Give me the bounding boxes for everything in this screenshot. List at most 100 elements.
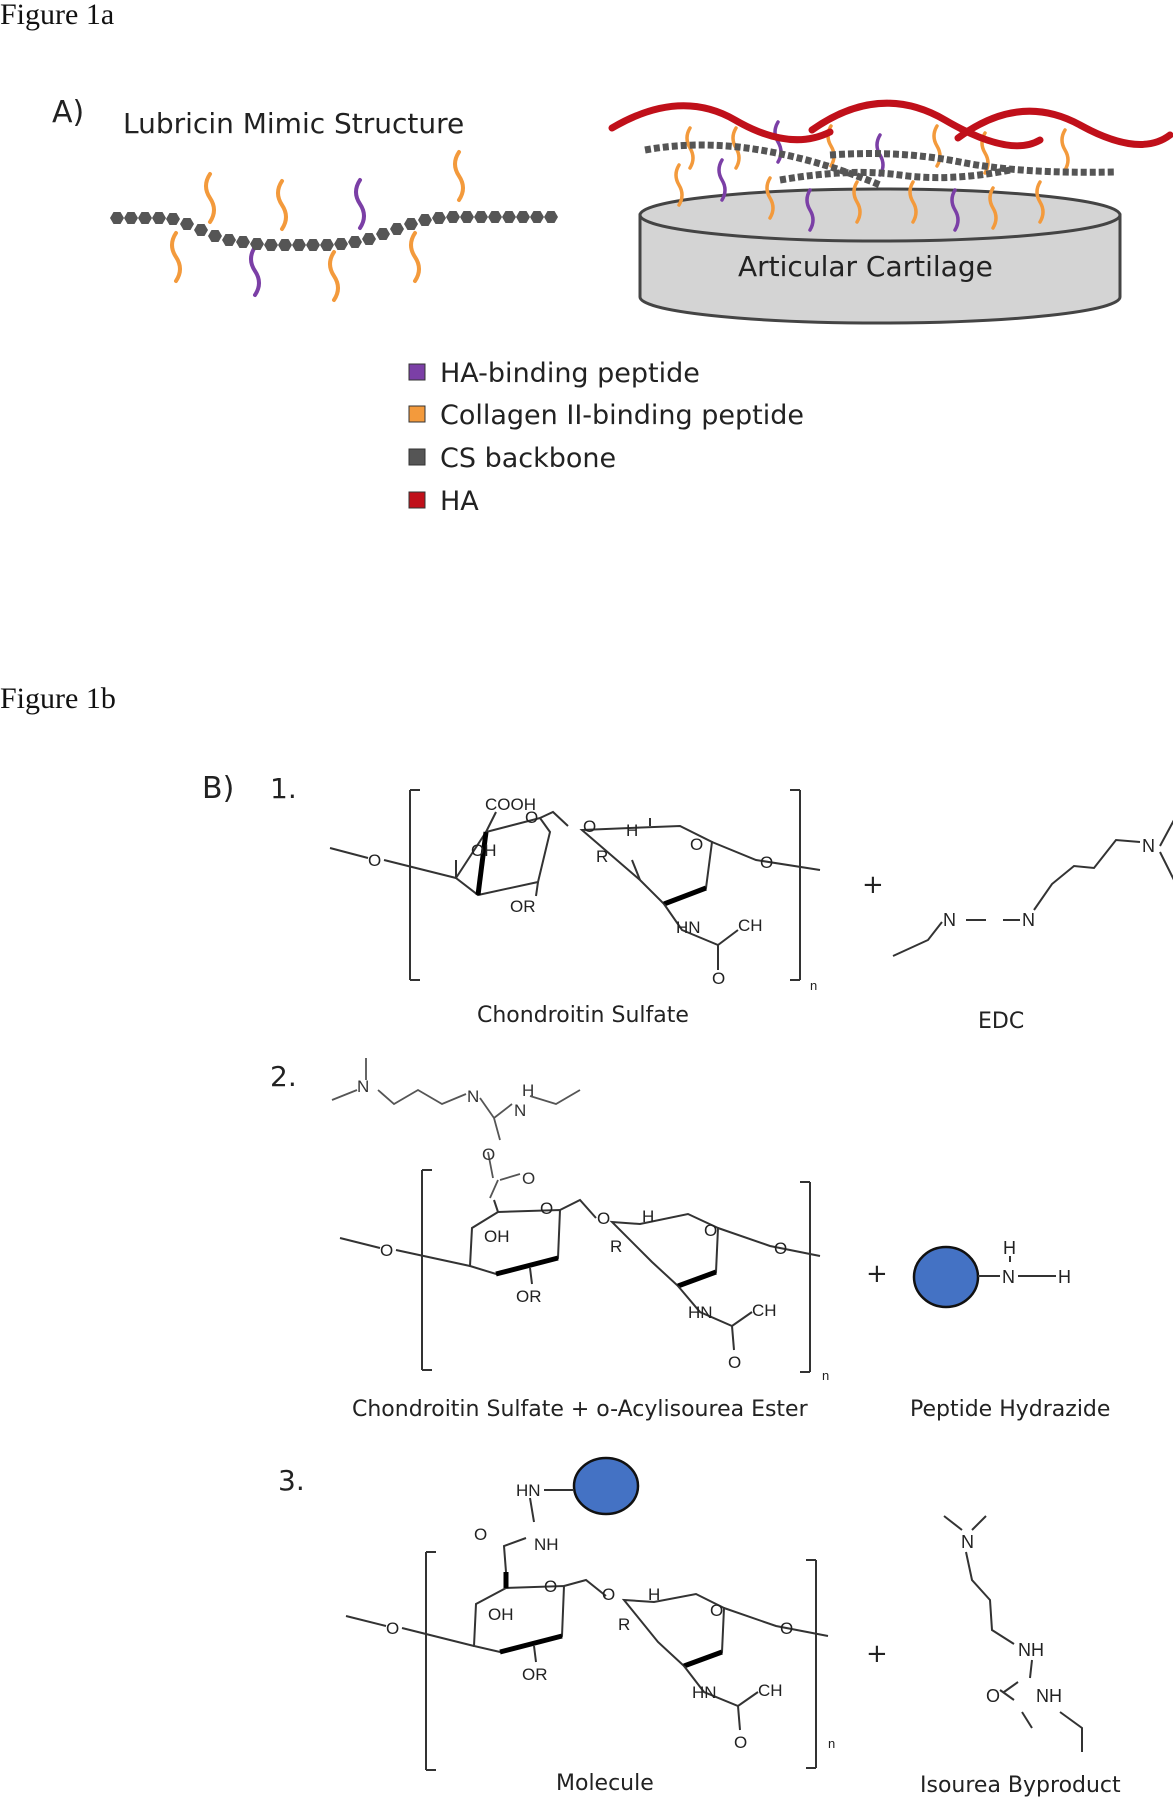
peptide-hydrazide-atoms: H N H	[1002, 1238, 1071, 1287]
svg-text:OH: OH	[484, 1227, 510, 1246]
svg-text:O: O	[728, 1353, 741, 1372]
step-1-left-caption: Chondroitin Sulfate	[477, 1003, 689, 1028]
svg-text:O: O	[780, 1619, 793, 1638]
isourea-byproduct-structure	[943, 1515, 1083, 1752]
svg-text:NH: NH	[1018, 1640, 1044, 1660]
svg-text:H: H	[1058, 1267, 1071, 1287]
svg-text:O: O	[368, 851, 381, 870]
svg-text:O: O	[602, 1585, 615, 1604]
legend-label-collagen: Collagen II-binding peptide	[440, 400, 804, 431]
svg-text:O: O	[712, 969, 725, 988]
step-2-tail-atoms: N N H N O O	[357, 1077, 535, 1188]
step-3-linker-atoms: HN NH O	[474, 1481, 559, 1554]
svg-text:N: N	[1002, 1267, 1015, 1287]
svg-text:O: O	[583, 817, 596, 836]
svg-text:n: n	[810, 978, 817, 993]
figure-1a-title: Figure 1a	[0, 0, 115, 31]
svg-text:COOH: COOH	[485, 795, 536, 814]
svg-text:O: O	[690, 835, 703, 854]
svg-text:OH: OH	[471, 841, 497, 860]
plus-step-3: +	[866, 1639, 888, 1669]
step-2-left-caption: Chondroitin Sulfate + o-Acylisourea Este…	[352, 1397, 809, 1422]
mimic-cs-backbone	[110, 211, 558, 251]
svg-text:R: R	[618, 1615, 630, 1634]
svg-text:O: O	[704, 1221, 717, 1240]
svg-text:HN: HN	[692, 1683, 717, 1702]
step-3-chondroitin-atoms: O OH O OR O H R O HN CH O O n	[386, 1577, 835, 1752]
legend-swatch-collagen	[408, 405, 426, 423]
step-1-chondroitin-structure	[329, 789, 821, 981]
svg-text:H: H	[626, 821, 638, 840]
edc-structure	[892, 819, 1173, 957]
step-3-number: 3.	[278, 1464, 305, 1497]
svg-text:O: O	[380, 1241, 393, 1260]
svg-text:N: N	[961, 1532, 974, 1552]
svg-text:O: O	[986, 1686, 1000, 1706]
svg-text:HN: HN	[676, 918, 701, 937]
step-2-chondroitin-atoms: O OH O OR O H R O HN CH O O n	[380, 1199, 829, 1383]
peptide-hydrazide-bonds	[978, 1256, 1056, 1277]
molecule-peptide-ball	[572, 1456, 640, 1516]
legend-label-ha: HA	[440, 486, 479, 517]
legend-swatch-ha	[408, 491, 426, 509]
svg-text:N: N	[357, 1077, 369, 1096]
ha-strands	[608, 99, 1173, 150]
svg-text:O: O	[525, 808, 538, 827]
svg-text:OR: OR	[522, 1665, 548, 1684]
svg-text:O: O	[760, 853, 773, 872]
svg-text:CH: CH	[752, 1301, 777, 1320]
svg-text:CH: CH	[738, 916, 763, 935]
svg-text:CH: CH	[758, 1681, 783, 1700]
articular-cartilage-disc	[638, 187, 1122, 325]
plus-step-1: +	[862, 870, 884, 900]
svg-text:HN: HN	[688, 1303, 713, 1322]
figure-1b-title: Figure 1b	[0, 682, 116, 715]
svg-text:OR: OR	[516, 1287, 542, 1306]
svg-text:HN: HN	[516, 1481, 541, 1500]
isourea-byproduct-atoms: N NH O NH	[961, 1532, 1062, 1706]
step-3-left-caption: Molecule	[556, 1771, 654, 1796]
svg-text:R: R	[596, 847, 608, 866]
svg-text:O: O	[710, 1601, 723, 1620]
peptide-hydrazide-ball	[912, 1245, 980, 1309]
step-3-right-caption: Isourea Byproduct	[920, 1773, 1121, 1798]
step-3-linker	[502, 1489, 574, 1573]
lubricin-mimic-label: Lubricin Mimic Structure	[123, 107, 464, 140]
legend: HA-binding peptide Collagen II-binding p…	[408, 358, 804, 517]
svg-text:H: H	[648, 1585, 660, 1604]
svg-text:N: N	[467, 1087, 479, 1106]
svg-text:N: N	[943, 910, 956, 930]
legend-swatch-ha-binding	[408, 363, 426, 381]
svg-text:n: n	[828, 1736, 835, 1751]
svg-text:n: n	[822, 1368, 829, 1383]
step-3-chondroitin-structure	[345, 1551, 829, 1771]
articular-cartilage-label: Articular Cartilage	[738, 250, 993, 283]
svg-text:O: O	[522, 1169, 535, 1188]
mimic-peptides	[170, 150, 465, 302]
svg-text:O: O	[540, 1199, 553, 1218]
legend-swatch-cs-backbone	[408, 448, 426, 466]
svg-text:N: N	[1022, 910, 1035, 930]
svg-text:O: O	[474, 1525, 487, 1544]
svg-text:H: H	[1003, 1238, 1016, 1258]
svg-text:OH: OH	[488, 1605, 514, 1624]
bound-cs-backbones	[644, 141, 1116, 189]
step-2-chondroitin-structure	[339, 1169, 821, 1373]
svg-text:O: O	[544, 1577, 557, 1596]
step-2-isourea-tail	[331, 1058, 581, 1199]
svg-text:N: N	[1142, 836, 1155, 856]
svg-text:O: O	[386, 1619, 399, 1638]
svg-text:NH: NH	[534, 1535, 559, 1554]
svg-text:N: N	[514, 1101, 526, 1120]
svg-text:O: O	[482, 1145, 495, 1164]
svg-text:O: O	[597, 1209, 610, 1228]
step-1-number: 1.	[270, 772, 297, 805]
step-2-right-caption: Peptide Hydrazide	[910, 1397, 1110, 1422]
step-1-right-caption: EDC	[978, 1009, 1024, 1034]
svg-text:OR: OR	[510, 897, 536, 916]
step-2-number: 2.	[270, 1060, 297, 1093]
plus-step-2: +	[866, 1259, 888, 1289]
svg-text:O: O	[774, 1239, 787, 1258]
panel-a-label: A)	[52, 95, 84, 130]
